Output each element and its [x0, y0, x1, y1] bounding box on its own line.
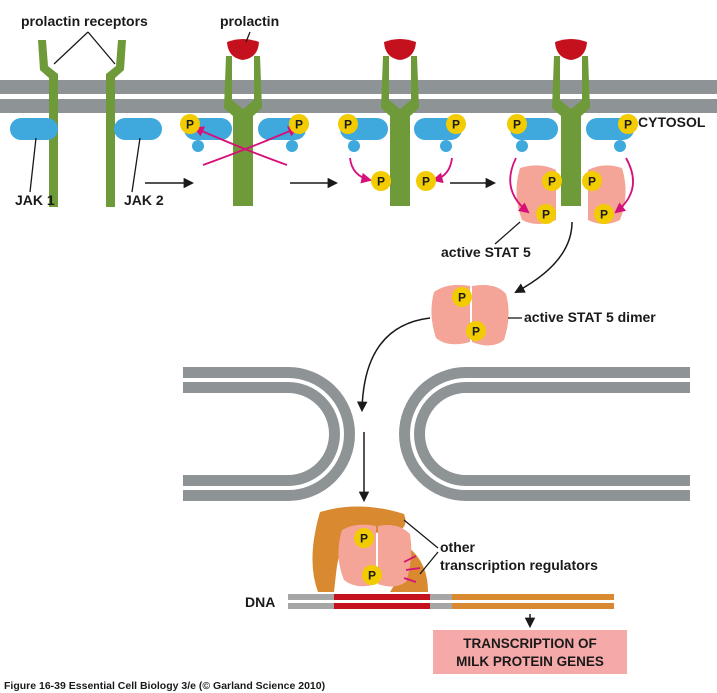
plasma-membrane [0, 80, 717, 113]
svg-text:P: P [624, 118, 632, 132]
regulator-interaction-marks [403, 555, 421, 583]
phosphate-group: P [289, 114, 309, 134]
phosphate-group: P [536, 204, 556, 224]
phosphate-group: P [618, 114, 638, 134]
pointer-prolactin [245, 31, 251, 43]
other-regulators-label-line2: transcription regulators [440, 557, 598, 573]
figure-caption: Figure 16-39 Essential Cell Biology 3/e … [4, 680, 325, 692]
svg-text:P: P [295, 118, 303, 132]
phosphate-group: P [371, 171, 391, 191]
pointer-receptors-left [53, 31, 89, 65]
prolactin-receptors-label: prolactin receptors [21, 13, 148, 29]
svg-text:P: P [452, 118, 460, 132]
pointer-jak2 [131, 137, 141, 193]
svg-text:P: P [458, 291, 466, 305]
phosphate-group: P [594, 204, 614, 224]
svg-text:P: P [422, 175, 430, 189]
dna-label: DNA [245, 594, 275, 610]
pointer-active-stat5 [494, 221, 521, 245]
svg-text:P: P [360, 532, 368, 546]
phosphate-group: P [362, 565, 382, 585]
phosphate-group: P [416, 171, 436, 191]
svg-text:P: P [472, 325, 480, 339]
receptor-stage1-right [106, 40, 126, 207]
phosphate-group: P [180, 114, 200, 134]
jak1-shape [10, 118, 58, 140]
prolactin-stage2 [227, 39, 259, 60]
nuclear-envelope-left [183, 367, 355, 501]
svg-text:P: P [513, 118, 521, 132]
arrow-stat5-release [514, 221, 573, 293]
phosphate-group: P [338, 114, 358, 134]
receptor-phosphorylation-arrows [349, 157, 453, 184]
active-stat5-label: active STAT 5 [441, 244, 531, 260]
arrow-into-nucleus [356, 317, 431, 413]
svg-text:P: P [588, 175, 596, 189]
transcription-box: TRANSCRIPTION OF MILK PROTEIN GENES [433, 630, 627, 674]
prolactin-stage4 [555, 39, 587, 60]
jak2-shape [114, 118, 162, 140]
prolactin-stage3 [384, 39, 416, 60]
phosphate-group: P [507, 114, 527, 134]
phosphate-group: P [466, 321, 486, 341]
prolactin-label: prolactin [220, 13, 279, 29]
crossing-phosphorylation-arrows [193, 126, 299, 166]
svg-text:P: P [344, 118, 352, 132]
transcription-line1: TRANSCRIPTION OF [463, 636, 597, 651]
phosphate-group: P [452, 287, 472, 307]
active-stat5-dimer-label: active STAT 5 dimer [524, 309, 656, 325]
phosphate-group: P [582, 171, 602, 191]
phosphate-group: P [354, 528, 374, 548]
svg-text:P: P [186, 118, 194, 132]
svg-text:P: P [542, 208, 550, 222]
cytosol-label: CYTOSOL [638, 114, 706, 130]
other-regulators-label-line1: other [440, 539, 476, 555]
svg-text:P: P [368, 569, 376, 583]
svg-text:P: P [377, 175, 385, 189]
phosphate-group: P [542, 171, 562, 191]
dna-strand [288, 594, 614, 609]
jak2-label: JAK 2 [124, 192, 164, 208]
phosphate-group: P [446, 114, 466, 134]
pointer-regulator-bottom [419, 551, 439, 575]
transcription-line2: MILK PROTEIN GENES [456, 654, 604, 669]
pointer-regulator-top [403, 519, 439, 549]
pointer-jak1 [29, 137, 37, 193]
nuclear-envelope-right [399, 367, 690, 501]
receptor-stage1-left [38, 40, 58, 207]
jak1-label: JAK 1 [15, 192, 55, 208]
svg-text:P: P [548, 175, 556, 189]
pointer-receptors-right [87, 31, 116, 65]
stat-phosphorylation-arrows [509, 157, 634, 214]
svg-text:P: P [600, 208, 608, 222]
